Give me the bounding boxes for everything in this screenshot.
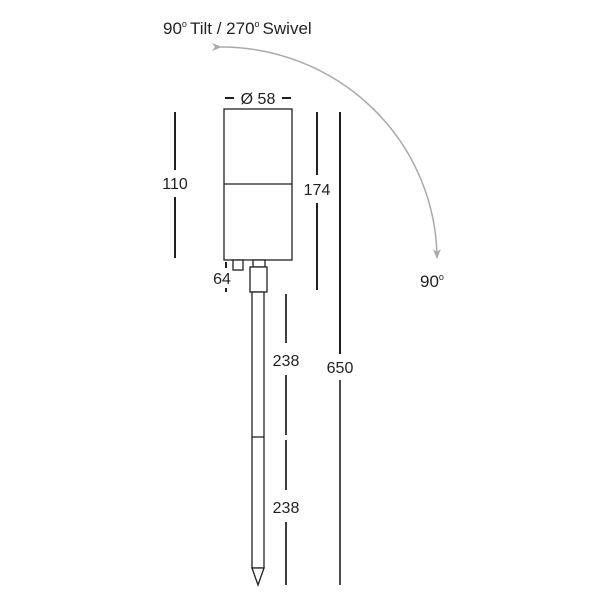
- cable-gland: [232, 259, 244, 271]
- overall-height-label: 650: [327, 360, 354, 377]
- base-offset-label: 64: [213, 271, 231, 288]
- arc-end-label: 90o: [420, 272, 444, 291]
- spike-tip: [251, 567, 265, 587]
- overall-head-label: 174: [304, 182, 331, 199]
- diameter-label: Ø 58: [241, 91, 276, 108]
- knuckle-top: [252, 259, 266, 268]
- spike-lower-label: 238: [273, 500, 300, 517]
- spike-upper-label: 238: [273, 353, 300, 370]
- knuckle-body: [249, 266, 268, 293]
- head-height-label: 110: [162, 176, 188, 193]
- spike-pole: [251, 291, 265, 569]
- rotation-arc-arrow: [211, 42, 441, 259]
